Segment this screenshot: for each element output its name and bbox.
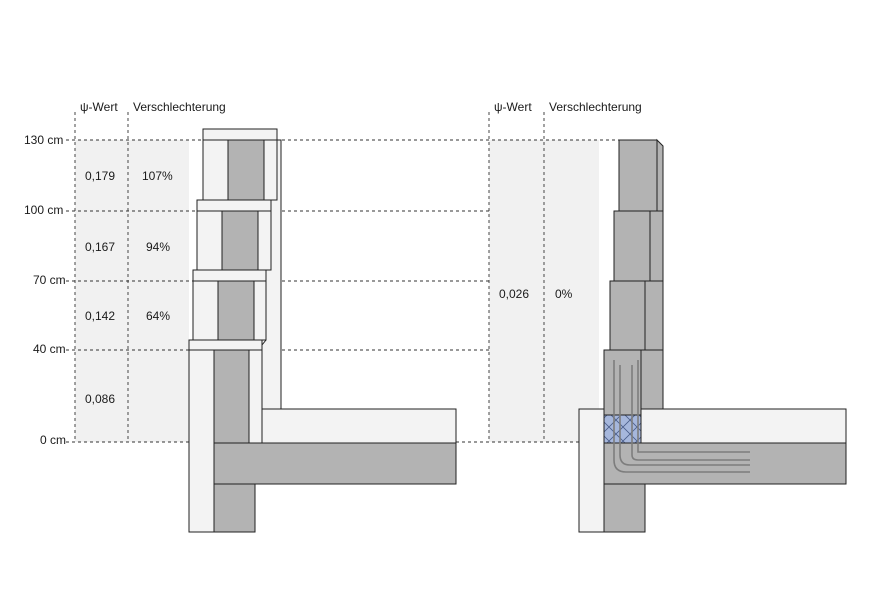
right-change-value: 0% <box>555 287 573 301</box>
thermal-break-element <box>603 414 642 444</box>
right-psi-header: ψ-Wert <box>494 100 532 114</box>
left-row-100-psi: 0,167 <box>85 240 115 254</box>
left-change-header: Verschlechterung <box>133 100 226 114</box>
left-row-40-psi: 0,086 <box>85 392 115 406</box>
right-change-header: Verschlechterung <box>549 100 642 114</box>
height-label-100: 100 cm <box>24 203 63 217</box>
left-table-background <box>75 140 189 442</box>
left-row-100-change: 94% <box>146 240 170 254</box>
left-row-130-change: 107% <box>142 169 173 183</box>
left-row-70-psi: 0,142 <box>85 309 115 323</box>
height-label-130: 130 cm <box>24 133 63 147</box>
right-construction-detail <box>578 138 847 533</box>
left-psi-header: ψ-Wert <box>80 100 118 114</box>
left-row-70-change: 64% <box>146 309 170 323</box>
height-label-70: 70 cm <box>33 273 66 287</box>
right-psi-value: 0,026 <box>499 287 529 301</box>
height-label-0: 0 cm <box>40 433 66 447</box>
left-construction-detail <box>188 128 457 533</box>
height-label-40: 40 cm <box>33 342 66 356</box>
left-row-130-psi: 0,179 <box>85 169 115 183</box>
